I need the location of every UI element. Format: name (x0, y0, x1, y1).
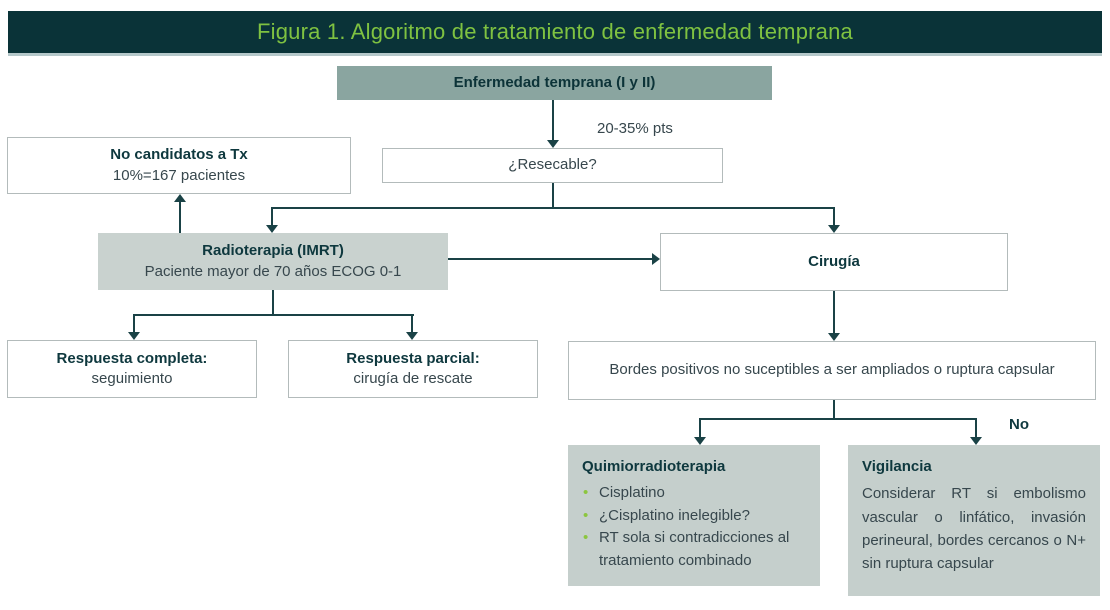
node-label: ¿Resecable? (508, 156, 597, 174)
connector-line (448, 258, 652, 260)
node-quimiorradioterapia: Quimiorradioterapia Cisplatino ¿Cisplati… (568, 445, 820, 586)
node-title: Vigilancia (862, 458, 932, 475)
node-radioterapia: Radioterapia (IMRT) Paciente mayor de 70… (98, 233, 448, 290)
connector-line (133, 314, 414, 316)
node-title: Respuesta parcial: (346, 349, 480, 367)
node-title: Radioterapia (IMRT) (202, 242, 344, 260)
arrowhead (694, 437, 706, 445)
node-respuesta-parcial: Respuesta parcial: cirugía de rescate (288, 340, 538, 398)
arrowhead (652, 253, 660, 265)
connector-line (699, 418, 977, 420)
arrowhead (970, 437, 982, 445)
node-title: Quimiorradioterapia (582, 458, 726, 475)
arrowhead (128, 332, 140, 340)
connector-line (271, 207, 273, 226)
node-label: Cirugía (808, 252, 860, 270)
node-no-candidatos: No candidatos a Tx 10%=167 pacientes (7, 137, 351, 194)
figure-title: Figura 1. Algoritmo de tratamiento de en… (257, 19, 853, 44)
node-subtitle: Paciente mayor de 70 años ECOG 0-1 (144, 262, 402, 280)
node-cirugia: Cirugía (660, 233, 1008, 291)
connector-line (272, 290, 274, 315)
connector-line (975, 418, 977, 437)
arrowhead (406, 332, 418, 340)
bullet-list: Cisplatino ¿Cisplatino inelegible? RT so… (582, 482, 806, 572)
node-label: Bordes positivos no suceptibles a ser am… (609, 361, 1055, 379)
node-label: Enfermedad temprana (I y II) (453, 73, 656, 91)
connector-line (133, 314, 135, 333)
node-body: Considerar RT si embolismo vascular o li… (862, 485, 1086, 572)
node-vigilancia: Vigilancia Considerar RT si embolismo va… (848, 445, 1100, 596)
arrowhead (266, 225, 278, 233)
connector-line (179, 201, 181, 233)
label-no: No (1009, 416, 1029, 433)
label-pts-percent: 20-35% pts (597, 120, 673, 137)
node-title: No candidatos a Tx (110, 146, 248, 164)
connector-line (699, 418, 701, 437)
arrowhead (828, 225, 840, 233)
arrowhead (828, 333, 840, 341)
connector-line (411, 314, 413, 333)
node-title: Respuesta completa: (56, 349, 208, 367)
connector-line (833, 400, 835, 419)
arrowhead (547, 140, 559, 148)
figure-title-bar: Figura 1. Algoritmo de tratamiento de en… (8, 11, 1102, 56)
list-item: ¿Cisplatino inelegible? (582, 505, 806, 528)
node-bordes-positivos: Bordes positivos no suceptibles a ser am… (568, 341, 1096, 400)
node-enfermedad-temprana: Enfermedad temprana (I y II) (337, 66, 772, 100)
connector-line (552, 183, 554, 209)
connector-line (271, 207, 835, 209)
list-item: RT sola si contradicciones al tratamient… (582, 527, 806, 572)
list-item: Cisplatino (582, 482, 806, 505)
node-subtitle: 10%=167 pacientes (112, 166, 246, 184)
connector-line (833, 291, 835, 333)
connector-line (833, 207, 835, 226)
node-respuesta-completa: Respuesta completa: seguimiento (7, 340, 257, 398)
node-resecable: ¿Resecable? (382, 148, 723, 183)
connector-line (552, 100, 554, 141)
node-subtitle: seguimiento (91, 370, 173, 387)
node-subtitle: cirugía de rescate (353, 370, 473, 387)
arrowhead (174, 194, 186, 202)
